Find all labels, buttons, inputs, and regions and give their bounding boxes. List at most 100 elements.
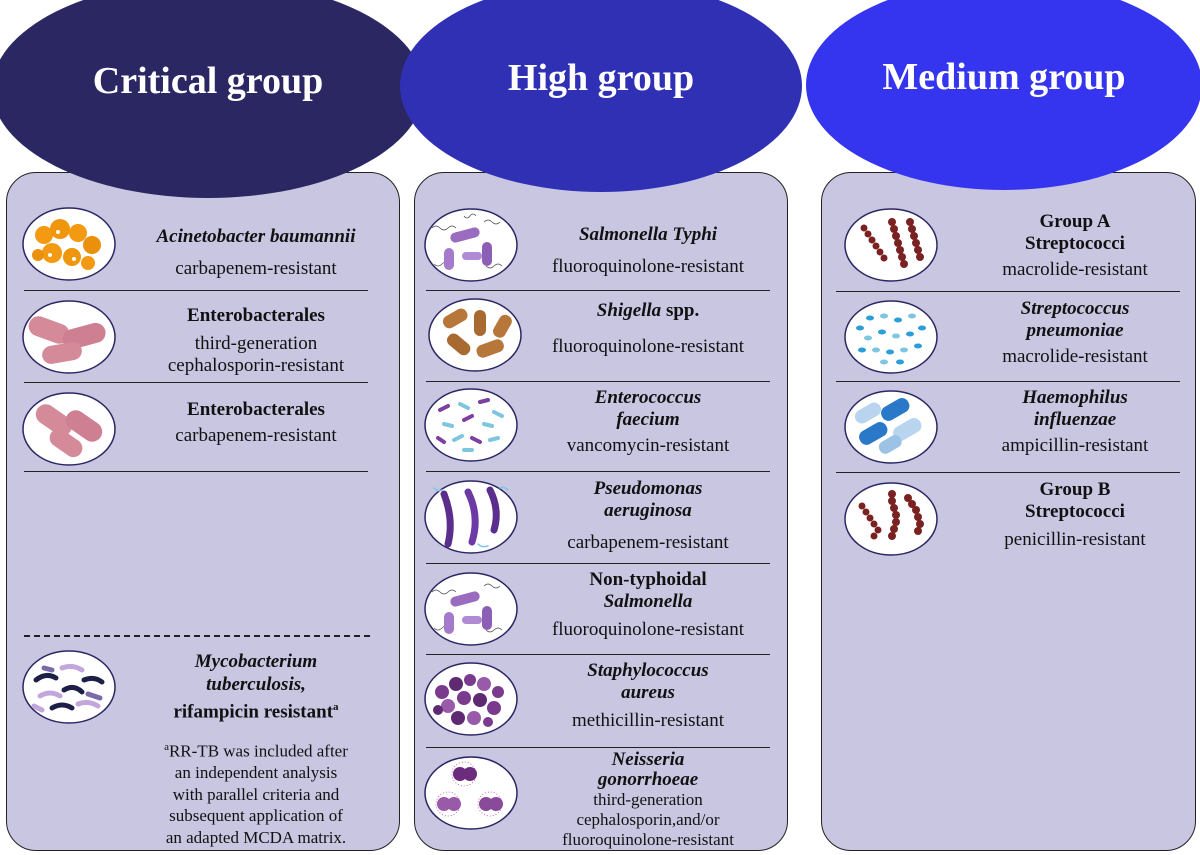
high-item-2: Shigella spp. fluoroquinolone-resistant: [528, 300, 768, 358]
footnote-mark: a: [333, 701, 339, 713]
shigella-icon: [428, 298, 522, 372]
bacteria-name: Streptococcus: [1020, 298, 1130, 319]
resistance-label: carbapenem-resistant: [175, 258, 337, 279]
bacteria-name: Streptococci: [1025, 233, 1125, 254]
bacteria-name: Shigella spp.: [528, 300, 768, 322]
resistance-label: third-generation: [593, 790, 703, 809]
footnote-line: subsequent application of: [169, 806, 343, 826]
critical-item-1: Acinetobacter baumannii carbapenem-resis…: [128, 226, 384, 280]
medium-group-header: Medium group: [806, 0, 1200, 190]
high-item-1: Salmonella Typhi fluoroquinolone-resista…: [528, 224, 768, 278]
streptococci-icon: [844, 208, 938, 282]
mycobacterium-icon: [22, 650, 116, 724]
divider: [24, 290, 368, 291]
resistance-label: cephalosporin-resistant: [167, 355, 345, 376]
bacteria-name: Pseudomonas: [593, 478, 703, 499]
medium-item-1: Group A Streptococci macrolide-resistant: [960, 211, 1190, 281]
resistance-label: carbapenem-resistant: [567, 532, 729, 553]
medium-group-title: Medium group: [882, 56, 1126, 98]
bacteria-name: influenzae: [1033, 409, 1117, 430]
divider: [426, 381, 770, 382]
bacteria-name: aeruginosa: [604, 500, 692, 521]
divider: [836, 291, 1180, 292]
bacteria-name: tuberculosis,: [206, 674, 306, 695]
bacteria-name: Salmonella Typhi: [578, 224, 718, 245]
footnote-line: aRR-TB was included after: [118, 737, 394, 762]
high-item-6: Staphylococcus aureus methicillin-resist…: [528, 660, 768, 732]
divider: [426, 563, 770, 564]
high-group-title: High group: [507, 57, 695, 99]
divider: [426, 654, 770, 655]
bacteria-name: Group B: [1039, 479, 1111, 500]
dashed-separator: [24, 635, 370, 637]
divider: [24, 382, 368, 383]
enterobacterales-icon: [22, 300, 116, 374]
resistance-label: penicillin-resistant: [1004, 529, 1146, 550]
resistance-label: fluoroquinolone-resistant: [562, 830, 734, 849]
tb-footnote: aRR-TB was included after an independent…: [118, 737, 394, 848]
bacteria-name: Haemophilus: [1022, 387, 1128, 408]
resistance-label: rifampicin resistanta: [128, 696, 384, 723]
bacteria-suffix: spp.: [661, 300, 700, 321]
bacteria-name: Enterobacterales: [187, 305, 325, 326]
footnote-line: with parallel criteria and: [172, 784, 340, 804]
footnote-mark: a: [164, 741, 169, 753]
high-item-4: Pseudomonas aeruginosa carbapenem-resist…: [528, 478, 768, 554]
high-item-5: Non-typhoidal Salmonella fluoroquinolone…: [528, 569, 768, 641]
tb-item: Mycobacterium tuberculosis, rifampicin r…: [128, 650, 384, 723]
resistance-label: methicillin-resistant: [572, 710, 724, 731]
divider: [426, 471, 770, 472]
bacteria-name: Mycobacterium: [194, 651, 318, 672]
bacteria-name: Group A: [1039, 211, 1111, 232]
divider: [426, 290, 770, 291]
resistance-label: fluoroquinolone-resistant: [551, 256, 745, 277]
neisseria-icon: [424, 756, 518, 830]
medium-item-3: Haemophilus influenzae ampicillin-resist…: [960, 387, 1190, 457]
bacteria-name: Enterococcus: [594, 387, 702, 408]
resistance-label: macrolide-resistant: [1002, 259, 1148, 280]
salmonella-icon: [424, 572, 518, 646]
resistance-label: cephalosporin,and/or: [576, 810, 720, 829]
resistance-label: carbapenem-resistant: [175, 425, 337, 446]
streptococci-icon: [844, 482, 938, 556]
resistance-label: fluoroquinolone-resistant: [551, 336, 745, 357]
acinetobacter-icon: [22, 207, 116, 281]
bacteria-name: gonorrhoeae: [597, 769, 699, 790]
divider: [836, 472, 1180, 473]
divider: [836, 381, 1180, 382]
pseudomonas-icon: [424, 480, 518, 554]
resistance-label: ampicillin-resistant: [1001, 435, 1149, 456]
footnote-text: RR-TB was included after: [168, 741, 348, 761]
bacteria-name: Enterobacterales: [187, 399, 325, 420]
bacteria-name: pneumoniae: [1026, 320, 1124, 341]
medium-item-4: Group B Streptococci penicillin-resistan…: [960, 479, 1190, 551]
resistance-label: fluoroquinolone-resistant: [551, 619, 745, 640]
bacteria-name: Acinetobacter baumannii: [156, 226, 356, 247]
footnote-line: an independent analysis: [174, 763, 338, 783]
bacteria-name: Salmonella: [603, 591, 693, 612]
critical-panel: [6, 172, 400, 851]
enterobacterales-icon: [22, 392, 116, 466]
divider: [426, 747, 770, 748]
high-group-header: High group: [400, 0, 802, 192]
medium-item-2: Streptococcus pneumoniae macrolide-resis…: [960, 298, 1190, 368]
resistance-label: third-generation: [194, 333, 318, 354]
pneumoniae-icon: [844, 300, 938, 374]
critical-group-header: Critical group: [0, 0, 424, 198]
critical-item-3: Enterobacterales carbapenem-resistant: [128, 399, 384, 447]
bacteria-name: Non-typhoidal: [589, 569, 707, 590]
tb-resistance-text: rifampicin resistant: [173, 701, 334, 723]
bacteria-name: Staphylococcus: [587, 660, 709, 681]
high-item-7: Neisseria gonorrhoeae third-generation c…: [528, 750, 768, 850]
critical-item-2: Enterobacterales third-generation cephal…: [128, 305, 384, 377]
bacteria-genus: Shigella: [596, 300, 662, 321]
critical-group-title: Critical group: [92, 60, 324, 102]
bacteria-name: Neisseria: [611, 749, 685, 770]
resistance-label: vancomycin-resistant: [566, 435, 730, 456]
enterococcus-icon: [424, 388, 518, 462]
divider: [24, 471, 368, 472]
salmonella-icon: [424, 208, 518, 282]
resistance-label: macrolide-resistant: [1002, 346, 1148, 367]
staphylococcus-icon: [424, 662, 518, 736]
bacteria-name: faecium: [616, 409, 680, 430]
